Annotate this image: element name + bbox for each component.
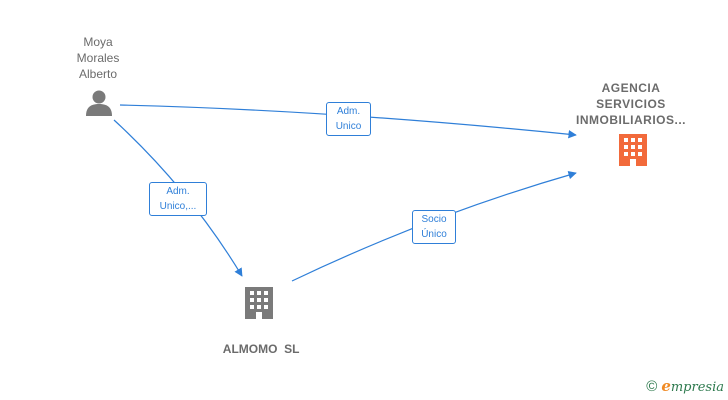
building-icon[interactable]: [617, 133, 649, 167]
building-icon[interactable]: [243, 286, 275, 320]
person-icon[interactable]: [84, 88, 114, 118]
edge-label-line2: Unico,...: [159, 201, 197, 212]
person-name-line1: Moya: [83, 35, 113, 49]
mid-company-name[interactable]: ALMOMO SL: [206, 325, 310, 357]
edge-label-line1: Adm.: [166, 186, 190, 197]
mid-company-label: ALMOMO SL: [222, 342, 300, 356]
edge-label-mid-to-target[interactable]: Socio Único: [412, 210, 456, 244]
edge-label-line2: Unico: [335, 121, 362, 132]
target-company-name[interactable]: AGENCIA SERVICIOS INMOBILIARIOS...: [566, 80, 696, 128]
edge-label-person-to-mid[interactable]: Adm. Unico,...: [149, 182, 207, 216]
copyright-symbol: ©: [646, 377, 658, 395]
target-company-line1: AGENCIA: [601, 81, 661, 95]
brand-footer[interactable]: © empresia: [646, 377, 724, 395]
edge-label-line1: Socio: [421, 214, 447, 225]
brand-logo: empresia: [661, 377, 724, 395]
target-company-line3: INMOBILIARIOS...: [576, 113, 686, 127]
person-name[interactable]: Moya Morales Alberto: [60, 34, 136, 82]
brand-logo-e: e: [661, 377, 671, 395]
target-company-line2: SERVICIOS: [596, 97, 666, 111]
edge-label-person-to-target[interactable]: Adm. Unico: [326, 102, 371, 136]
brand-logo-rest: mpresia: [670, 380, 724, 395]
edge-label-line2: Único: [421, 229, 447, 240]
edge-label-line1: Adm.: [336, 106, 361, 117]
person-name-line3: Alberto: [78, 67, 118, 81]
person-name-line2: Morales: [76, 51, 120, 65]
